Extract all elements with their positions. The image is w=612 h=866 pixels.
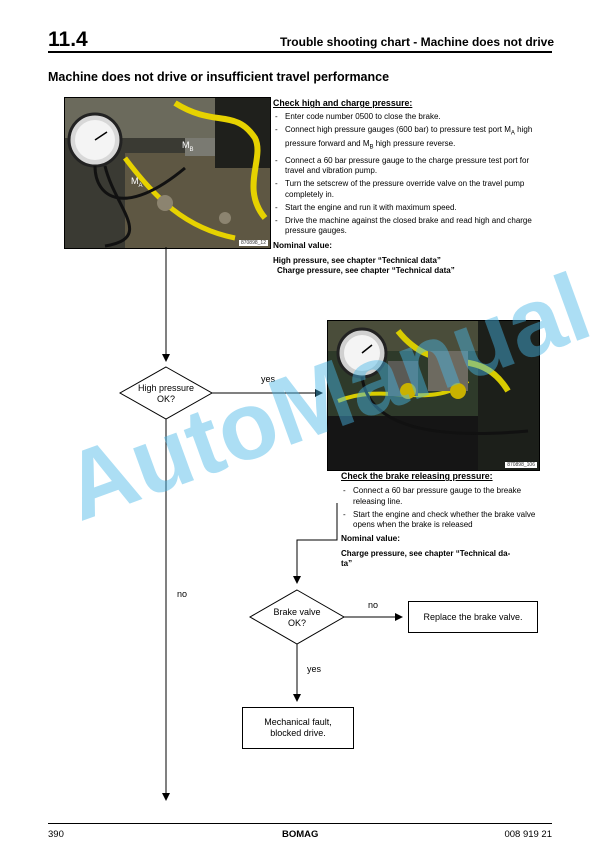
decision1-no-label: no [177,589,187,599]
decision2-text: Brake valve OK? [257,607,337,628]
decision2-no-label: no [368,600,378,610]
decision2-yes-label: yes [307,664,321,674]
footer-rule [48,823,552,824]
decision2-line1: Brake valve [257,607,337,618]
footer-brand: BOMAG [282,829,318,840]
decision2-line2: OK? [257,618,337,629]
arrow-block2-to-decision2 [297,503,337,583]
box-mechanical-fault: Mechanical fault, blocked drive. [242,707,354,749]
footer-page-number: 390 [48,829,64,840]
box-replace-brake-valve: Replace the brake valve. [408,601,538,633]
fault-line2: blocked drive. [270,728,326,739]
fault-line1: Mechanical fault, [264,717,332,728]
footer-document-number: 008 919 21 [504,829,552,840]
replace-brake-valve-text: Replace the brake valve. [423,612,522,623]
